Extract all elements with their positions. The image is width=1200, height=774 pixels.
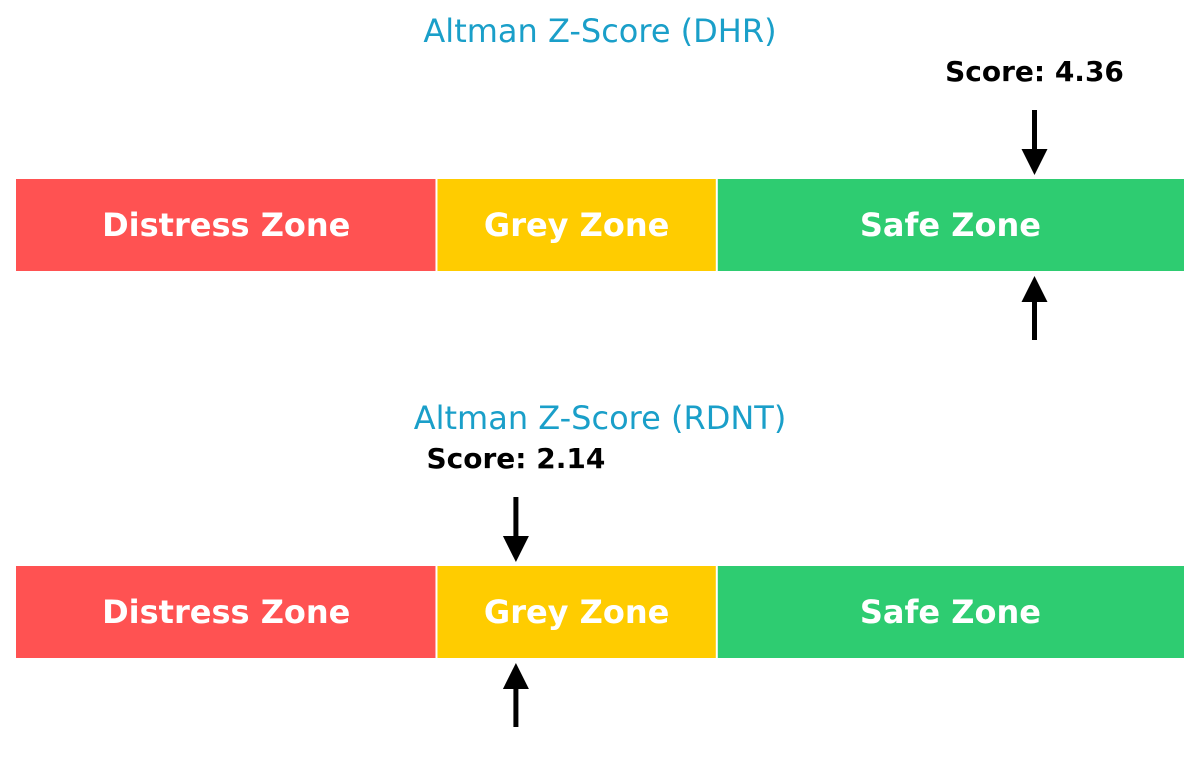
up-arrow-head-icon bbox=[1021, 276, 1048, 302]
chart-title: Altman Z-Score (DHR) bbox=[423, 12, 776, 50]
gauge-0: Altman Z-Score (DHR) Distress Zone Grey Zo… bbox=[16, 12, 1184, 340]
zone-bar-safe-zone bbox=[716, 179, 1184, 271]
gauge-1: Altman Z-Score (RDNT) Distress Zone Grey Z… bbox=[16, 399, 1184, 727]
down-arrow-head-icon bbox=[502, 536, 529, 562]
score-label: Score: 2.14 bbox=[426, 442, 605, 475]
zone-bar-safe-zone bbox=[716, 566, 1184, 658]
up-arrow-head-icon bbox=[502, 663, 529, 689]
zone-bar-distress-zone bbox=[16, 566, 437, 658]
zone-label: Safe Zone bbox=[860, 593, 1041, 631]
zone-label: Safe Zone bbox=[860, 206, 1041, 244]
zone-label: Grey Zone bbox=[484, 593, 669, 631]
zone-label: Grey Zone bbox=[484, 206, 669, 244]
zone-bar-distress-zone bbox=[16, 179, 437, 271]
down-arrow-head-icon bbox=[1021, 149, 1048, 175]
zone-bar-grey-zone bbox=[436, 179, 717, 271]
score-label: Score: 4.36 bbox=[945, 55, 1124, 88]
zone-label: Distress Zone bbox=[102, 593, 350, 631]
chart-title: Altman Z-Score (RDNT) bbox=[414, 399, 787, 437]
zone-label: Distress Zone bbox=[102, 206, 350, 244]
zone-bar-grey-zone bbox=[436, 566, 717, 658]
